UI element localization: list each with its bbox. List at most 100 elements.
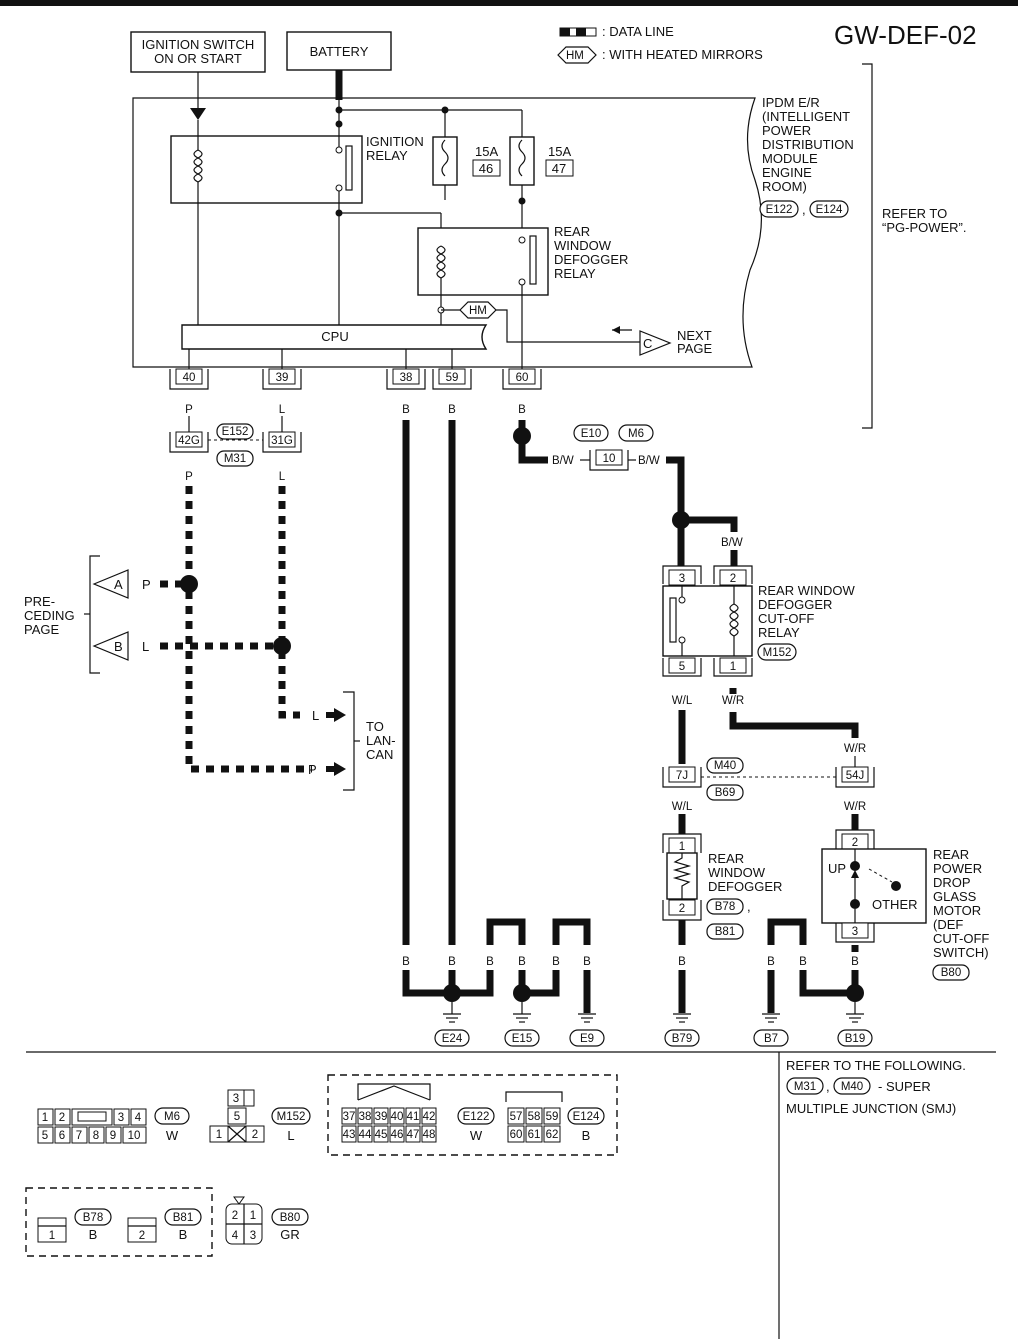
glass-motor: 2 UP OTHER 3 REAR POWER DROP GLASS MOTOR… — [821, 829, 989, 981]
svg-text:REAR WINDOW: REAR WINDOW — [758, 583, 856, 598]
svg-text:UP: UP — [828, 861, 846, 876]
svg-text:CAN: CAN — [366, 747, 393, 762]
svg-text:M152: M152 — [763, 647, 792, 659]
ipdm-outline — [132, 97, 762, 368]
svg-text:B: B — [448, 956, 456, 968]
svg-text:59: 59 — [446, 372, 459, 384]
svg-text:3: 3 — [118, 1112, 124, 1124]
svg-text:LAN-: LAN- — [366, 733, 396, 748]
svg-text:4: 4 — [232, 1230, 239, 1242]
svg-text:B: B — [799, 956, 807, 968]
svg-text:46: 46 — [391, 1129, 404, 1141]
svg-text:REAR: REAR — [708, 851, 744, 866]
svg-text:B78: B78 — [83, 1212, 103, 1224]
svg-text:6: 6 — [59, 1130, 65, 1142]
fuse-47: 15A 47 — [509, 110, 574, 186]
svg-text:45: 45 — [375, 1129, 388, 1141]
refer-pg-power-l1: REFER TO — [882, 206, 947, 221]
svg-text:M152: M152 — [277, 1111, 306, 1123]
ground-labels: E24 E15 E9 B79 B7 B19 — [434, 1029, 873, 1047]
svg-text:E152: E152 — [222, 426, 249, 438]
svg-text:58: 58 — [528, 1111, 541, 1123]
svg-text:40: 40 — [183, 372, 196, 384]
svg-text:HM: HM — [469, 305, 487, 317]
svg-text:2: 2 — [59, 1112, 65, 1124]
svg-text:E15: E15 — [512, 1033, 532, 1045]
svg-text:2: 2 — [679, 903, 685, 915]
svg-text:B: B — [582, 1128, 591, 1143]
preceding-page: PRE- CEDING PAGE A P B L — [24, 555, 151, 674]
svg-text:IGNITION: IGNITION — [366, 134, 424, 149]
connector-e122-e124: 37 38 39 40 41 42 43 44 45 46 47 48 E122… — [327, 1074, 618, 1156]
svg-text:3: 3 — [852, 926, 858, 938]
svg-text:W/L: W/L — [672, 801, 693, 813]
svg-text:46: 46 — [479, 161, 493, 176]
svg-text:7J: 7J — [676, 770, 688, 782]
svg-text:B: B — [583, 956, 591, 968]
svg-text:B7: B7 — [764, 1033, 778, 1045]
svg-text:B/W: B/W — [638, 455, 660, 467]
svg-text:B/W: B/W — [721, 537, 743, 549]
svg-text:8: 8 — [93, 1130, 99, 1142]
svg-text:39: 39 — [375, 1111, 388, 1123]
rear-defogger-relay: REAR WINDOW DEFOGGER RELAY — [417, 224, 628, 296]
svg-text:,: , — [747, 899, 751, 914]
svg-text:W/R: W/R — [844, 801, 866, 813]
svg-text:OTHER: OTHER — [872, 897, 918, 912]
svg-text:3: 3 — [250, 1230, 256, 1242]
refer-pg-power-l2: “PG-POWER”. — [882, 220, 967, 235]
svg-text:C: C — [643, 336, 652, 351]
svg-text:54J: 54J — [846, 770, 865, 782]
svg-text:60: 60 — [516, 372, 529, 384]
svg-text:DEFOGGER: DEFOGGER — [554, 252, 628, 267]
connector-m6: 1 2 3 4 5 6 7 8 9 10 M6 W — [37, 1107, 190, 1144]
svg-text:E24: E24 — [442, 1033, 463, 1045]
svg-text:38: 38 — [359, 1111, 372, 1123]
svg-text:PAGE: PAGE — [677, 341, 712, 356]
svg-text:PRE-: PRE- — [24, 594, 55, 609]
svg-text:B: B — [851, 956, 859, 968]
svg-text:L: L — [279, 471, 286, 483]
svg-text:1: 1 — [730, 661, 736, 673]
svg-text:(INTELLIGENT: (INTELLIGENT — [762, 109, 850, 124]
svg-text:43: 43 — [343, 1129, 356, 1141]
svg-text:2: 2 — [139, 1230, 145, 1242]
top-border — [0, 0, 1018, 6]
svg-text:47: 47 — [552, 161, 566, 176]
svg-text:B69: B69 — [715, 787, 735, 799]
svg-text:W/R: W/R — [844, 743, 866, 755]
junction-e10-m6: 10 E10 M6 — [573, 424, 654, 471]
connector-m152: 3 5 1 2 M152 L — [209, 1089, 311, 1143]
svg-text:DEFOGGER: DEFOGGER — [758, 597, 832, 612]
legend-hm-tag: HM — [566, 50, 584, 62]
svg-text:40: 40 — [391, 1111, 404, 1123]
svg-text:5: 5 — [234, 1111, 240, 1123]
svg-text:2: 2 — [232, 1210, 238, 1222]
svg-text:RELAY: RELAY — [554, 266, 596, 281]
svg-text:L: L — [312, 708, 319, 723]
svg-text:47: 47 — [407, 1129, 420, 1141]
svg-text:38: 38 — [400, 372, 413, 384]
svg-text:7: 7 — [76, 1130, 82, 1142]
svg-text:WINDOW: WINDOW — [554, 238, 612, 253]
svg-text:48: 48 — [423, 1129, 436, 1141]
svg-text:15A: 15A — [548, 144, 571, 159]
cpu-block: CPU — [181, 324, 488, 350]
svg-text:DROP: DROP — [933, 875, 971, 890]
svg-text:B: B — [486, 956, 494, 968]
svg-text:M31: M31 — [224, 453, 246, 465]
svg-text:- SUPER: - SUPER — [878, 1079, 931, 1094]
svg-text:B: B — [402, 956, 410, 968]
svg-text:REAR: REAR — [933, 847, 969, 862]
svg-text:62: 62 — [546, 1129, 559, 1141]
svg-text:POWER: POWER — [933, 861, 982, 876]
svg-text:W/R: W/R — [722, 695, 744, 707]
svg-text:IGNITION SWITCH: IGNITION SWITCH — [142, 37, 255, 52]
svg-text:B80: B80 — [280, 1212, 300, 1224]
svg-text:M6: M6 — [164, 1111, 180, 1123]
svg-text:44: 44 — [359, 1129, 372, 1141]
svg-text:B81: B81 — [173, 1212, 193, 1224]
svg-text:W: W — [166, 1128, 179, 1143]
battery-box: BATTERY — [286, 31, 392, 71]
svg-text:1: 1 — [49, 1230, 55, 1242]
